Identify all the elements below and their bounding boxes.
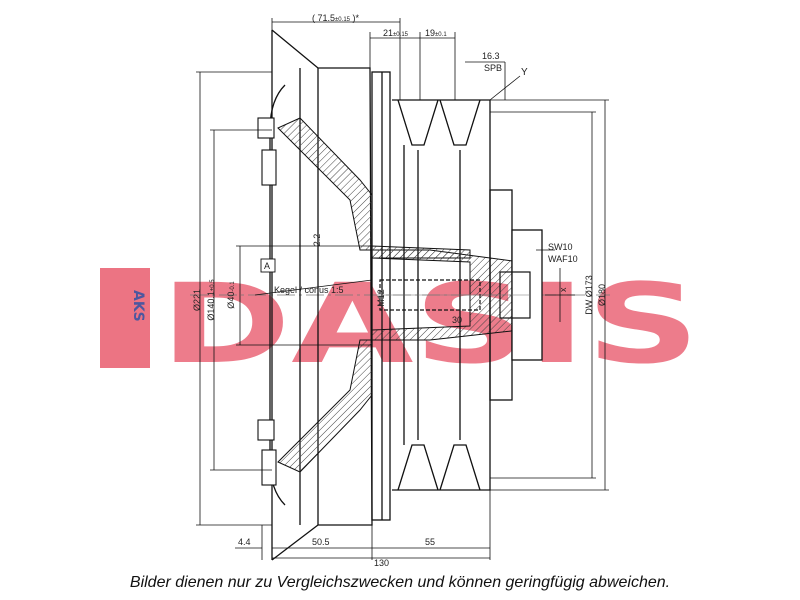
- disclaimer-caption: Bilder dienen nur zu Vergleichszwecken u…: [129, 574, 671, 591]
- dim-dia-173: DW Ø173: [584, 275, 594, 315]
- dim-belt-type: SPB: [484, 63, 502, 73]
- left-dimensions: [196, 71, 373, 526]
- watermark-side-text: AKS: [130, 290, 146, 322]
- dim-len-30: 30: [452, 315, 462, 325]
- coil-housing: [371, 71, 391, 521]
- dim-130: 130: [374, 558, 389, 568]
- dim-4-4: 4.4: [238, 537, 251, 547]
- dim-groove: 16.3: [482, 51, 500, 61]
- watermark-text: DASIS: [160, 260, 700, 388]
- datum-label-a: A: [264, 261, 270, 271]
- dim-55: 55: [425, 537, 435, 547]
- watermark: AKS DASIS: [100, 260, 700, 388]
- dim-top-19: 19±0.1: [425, 28, 447, 38]
- dim-x-mark: x: [558, 287, 568, 292]
- dim-dia-180: Ø180: [597, 284, 607, 306]
- dim-sw10: SW10: [548, 242, 573, 252]
- dim-waf10: WAF10: [548, 254, 578, 264]
- dim-top-total: ( 71.5±0.15 )*: [312, 13, 359, 23]
- dim-y-mark: Y: [521, 67, 528, 78]
- dim-m12: M12: [376, 289, 386, 307]
- dim-2-2: 2.2: [312, 234, 322, 247]
- dim-dia-140: Ø140.1±0.5: [206, 279, 216, 321]
- dim-dia-40: Ø40-0.1: [226, 281, 236, 309]
- rivets: [257, 117, 277, 486]
- dim-cone: Kegel / conus 1:5: [274, 285, 344, 295]
- dim-dia-221: Ø221: [192, 289, 202, 311]
- datum-box-a: [260, 258, 276, 273]
- dim-50-5: 50.5: [312, 537, 330, 547]
- dim-top-21: 21±0.15: [383, 28, 409, 38]
- bottom-dimensions: [235, 490, 491, 560]
- right-dimensions: [490, 99, 609, 491]
- top-dimensions: [271, 18, 521, 101]
- center-bolt: [379, 271, 531, 319]
